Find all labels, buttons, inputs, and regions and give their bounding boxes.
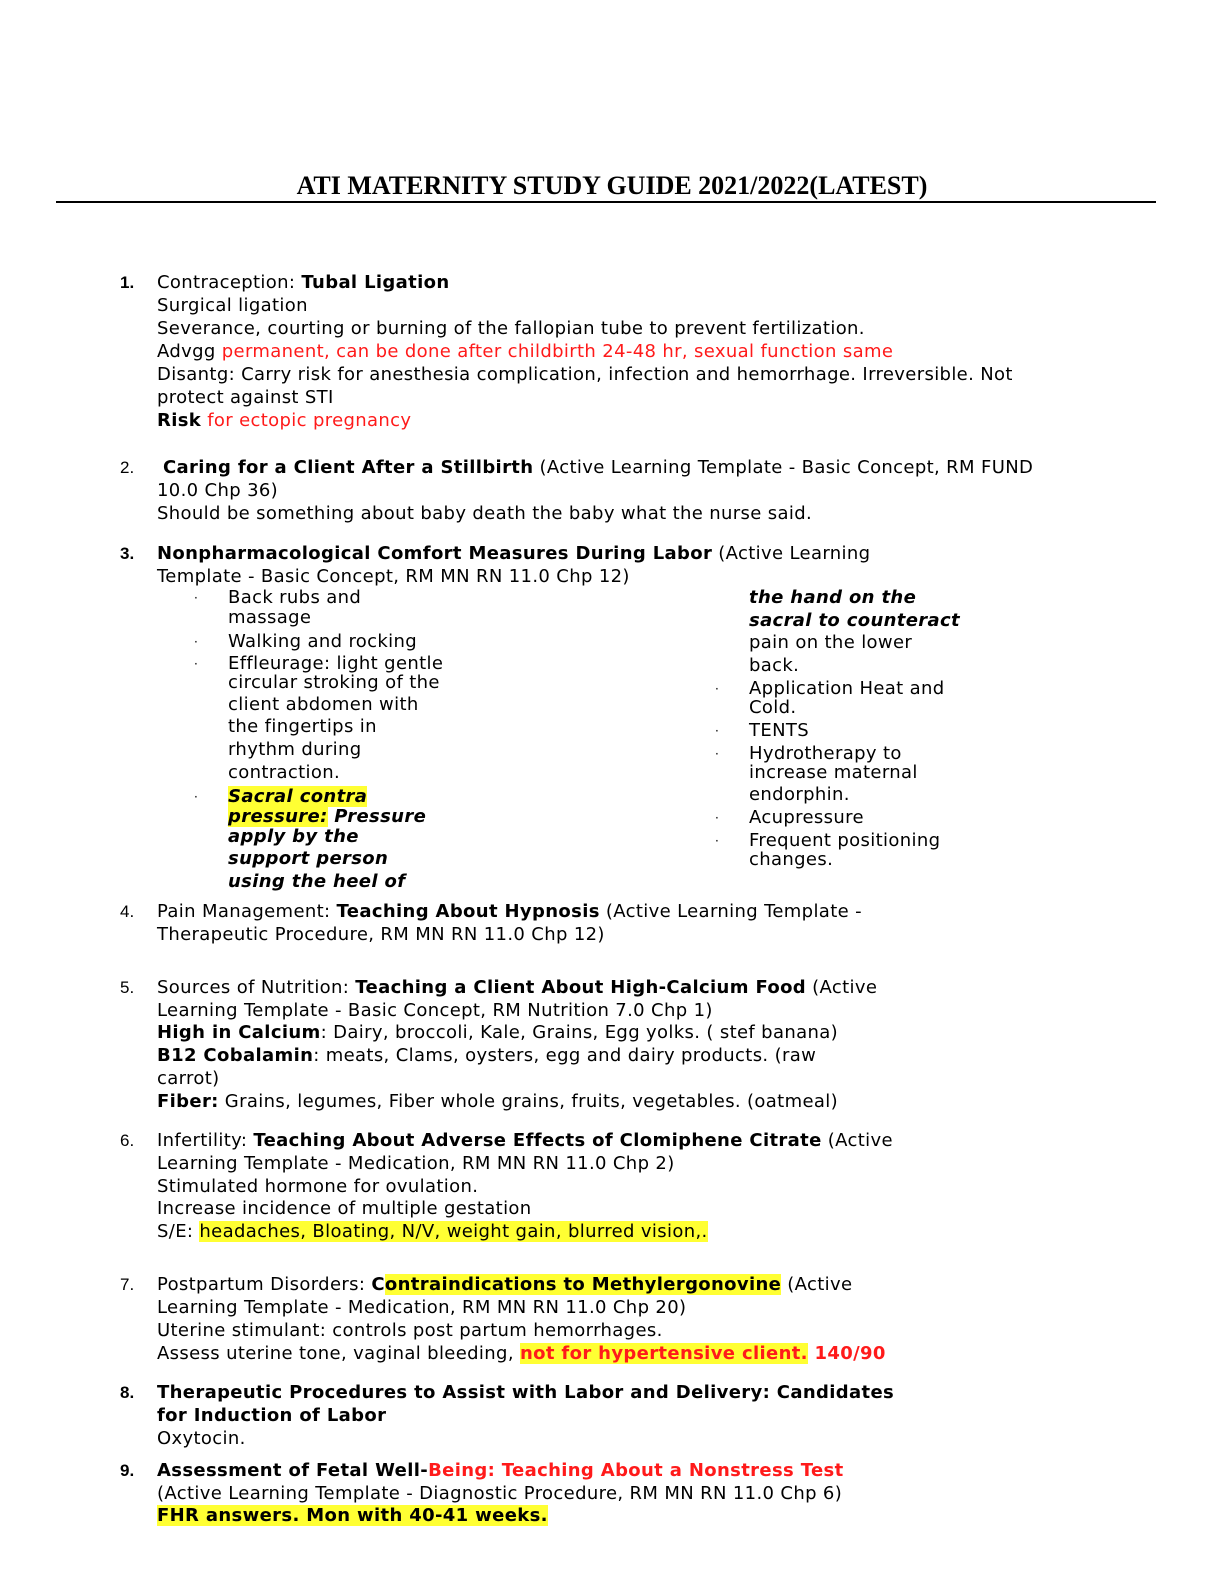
bullet-text: contraction. — [228, 762, 341, 783]
bullet-text: Hydrotherapy to — [749, 743, 902, 764]
item-text: Learning Template - Basic Concept, RM Nu… — [157, 1000, 713, 1021]
bullet-text: the hand on the — [749, 587, 917, 608]
item-text: Increase incidence of multiple gestation — [157, 1198, 532, 1219]
bullet-text: client abdomen with — [228, 694, 419, 715]
bullet-text: support person — [228, 848, 389, 869]
item-text: Disantg: Carry risk for anesthesia compl… — [157, 364, 1013, 385]
bullet: · — [194, 790, 198, 804]
item-text: (Active Learning Template - Diagnostic P… — [157, 1483, 843, 1504]
bullet-text: pressure: Pressure — [228, 806, 427, 827]
item-text: S/E: headaches, Bloating, N/V, weight ga… — [157, 1221, 708, 1242]
item-heading: Contraception: Tubal Ligation — [157, 272, 450, 293]
item-text: Assess uterine tone, vaginal bleeding, n… — [157, 1343, 886, 1364]
item-text: Surgical ligation — [157, 295, 308, 316]
item-text: Fiber: Grains, legumes, Fiber whole grai… — [157, 1091, 838, 1112]
item-text: Uterine stimulant: controls post partum … — [157, 1320, 663, 1341]
item-text: Therapeutic Procedure, RM MN RN 11.0 Chp… — [157, 924, 605, 945]
bullet-text: back. — [749, 655, 800, 676]
bullet-text: Frequent positioning — [749, 830, 941, 851]
item-text: Advgg permanent, can be done after child… — [157, 341, 894, 362]
bullet-text: endorphin. — [749, 784, 850, 805]
item-number: 2. — [120, 458, 135, 477]
bullet-text: rhythm during — [228, 739, 362, 760]
bullet-text: using the heel of — [228, 871, 406, 892]
bullet: · — [715, 834, 719, 848]
item-text: 10.0 Chp 36) — [157, 480, 279, 501]
bullet-text: Acupressure — [749, 807, 864, 828]
bullet-text: circular stroking of the — [228, 672, 440, 693]
item-heading: for Induction of Labor — [157, 1405, 387, 1426]
item-heading: Postpartum Disorders: Contraindications … — [157, 1274, 853, 1295]
item-number: 4. — [120, 902, 135, 921]
bullet-text: Walking and rocking — [228, 631, 418, 652]
item-number: 9. — [120, 1461, 135, 1480]
item-heading: Assessment of Fetal Well-Being: Teaching… — [157, 1460, 844, 1481]
bullet: · — [194, 635, 198, 649]
bullet-text: increase maternal — [749, 762, 918, 783]
bullet-text: sacral to counteract — [749, 610, 961, 631]
bullet: · — [715, 682, 719, 696]
bullet-text: apply by the — [228, 826, 359, 847]
title-underline — [56, 201, 1156, 203]
bullet: · — [715, 747, 719, 761]
bullet-text: Sacral contra — [228, 786, 368, 807]
item-text: Template - Basic Concept, RM MN RN 11.0 … — [157, 566, 630, 587]
item-text: Should be something about baby death the… — [157, 503, 813, 524]
item-text: Oxytocin. — [157, 1428, 246, 1449]
item-text: Stimulated hormone for ovulation. — [157, 1176, 479, 1197]
item-text: protect against STI — [157, 387, 334, 408]
bullet-text: Back rubs and — [228, 587, 362, 608]
bullet-text: Application Heat and — [749, 678, 945, 699]
item-text: carrot) — [157, 1068, 220, 1089]
bullet-text: the fingertips in — [228, 716, 377, 737]
item-heading: Pain Management: Teaching About Hypnosis… — [157, 901, 862, 922]
item-heading: Therapeutic Procedures to Assist with La… — [157, 1382, 895, 1403]
item-text: Risk for ectopic pregnancy — [157, 410, 412, 431]
item-text: Learning Template - Medication, RM MN RN… — [157, 1297, 687, 1318]
bullet-text: Effleurage: light gentle — [228, 653, 444, 674]
item-text: Learning Template - Medication, RM MN RN… — [157, 1153, 675, 1174]
bullet: · — [194, 657, 198, 671]
item-heading: Infertility: Teaching About Adverse Effe… — [157, 1130, 893, 1151]
item-number: 3. — [120, 544, 135, 563]
item-text: B12 Cobalamin: meats, Clams, oysters, eg… — [157, 1045, 817, 1066]
item-number: 8. — [120, 1383, 135, 1402]
item-text: High in Calcium: Dairy, broccoli, Kale, … — [157, 1022, 838, 1043]
bullet-text: massage — [228, 607, 312, 628]
bullet-text: changes. — [749, 849, 834, 870]
item-number: 7. — [120, 1275, 135, 1294]
bullet-text: TENTS — [749, 720, 810, 741]
item-number: 1. — [120, 273, 135, 292]
item-heading: Caring for a Client After a Stillbirth (… — [163, 457, 1034, 478]
page-title: ATI MATERNITY STUDY GUIDE 2021/2022(LATE… — [296, 171, 928, 200]
item-heading: Sources of Nutrition: Teaching a Client … — [157, 977, 878, 998]
bullet: · — [194, 591, 198, 605]
bullet-text: Cold. — [749, 697, 797, 718]
item-text: FHR answers. Mon with 40-41 weeks. — [157, 1505, 548, 1526]
item-text: Severance, courting or burning of the fa… — [157, 318, 865, 339]
bullet-text: pain on the lower — [749, 632, 913, 653]
item-number: 6. — [120, 1131, 135, 1150]
bullet: · — [715, 724, 719, 738]
bullet: · — [715, 811, 719, 825]
item-heading: Nonpharmacological Comfort Measures Duri… — [157, 543, 871, 564]
item-number: 5. — [120, 978, 135, 997]
